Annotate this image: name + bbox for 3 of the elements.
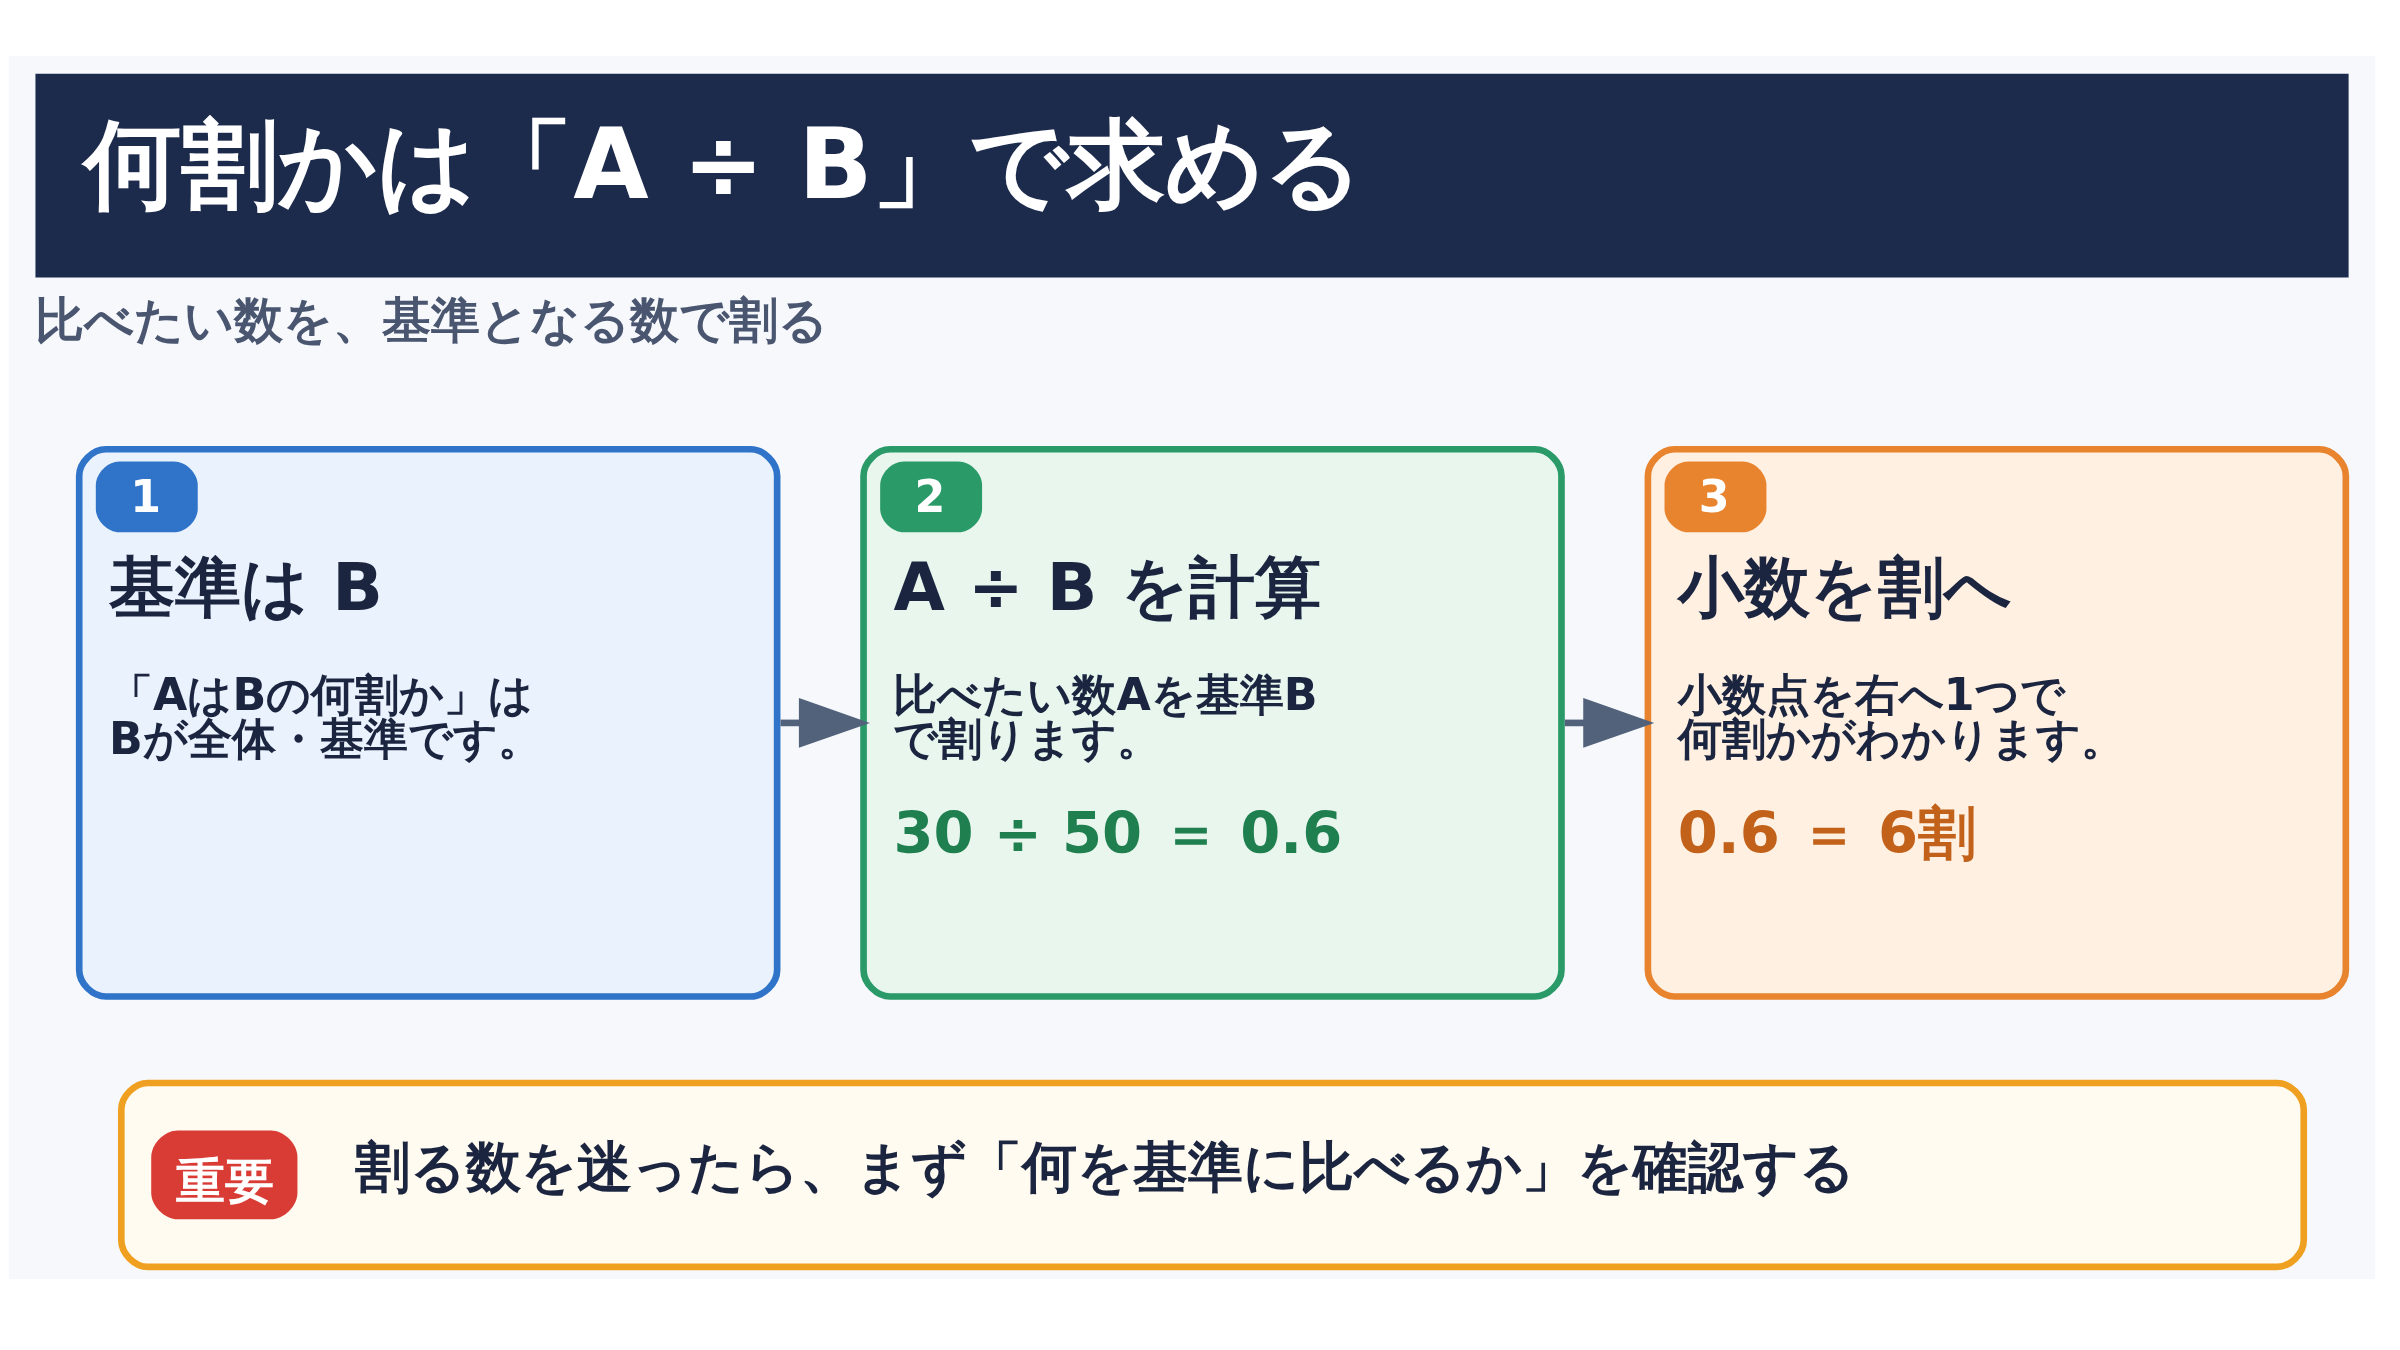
arrow [1564,697,1655,748]
arrow [780,697,870,748]
label: 比べたい数を、基準となる数で割る [34,291,828,347]
